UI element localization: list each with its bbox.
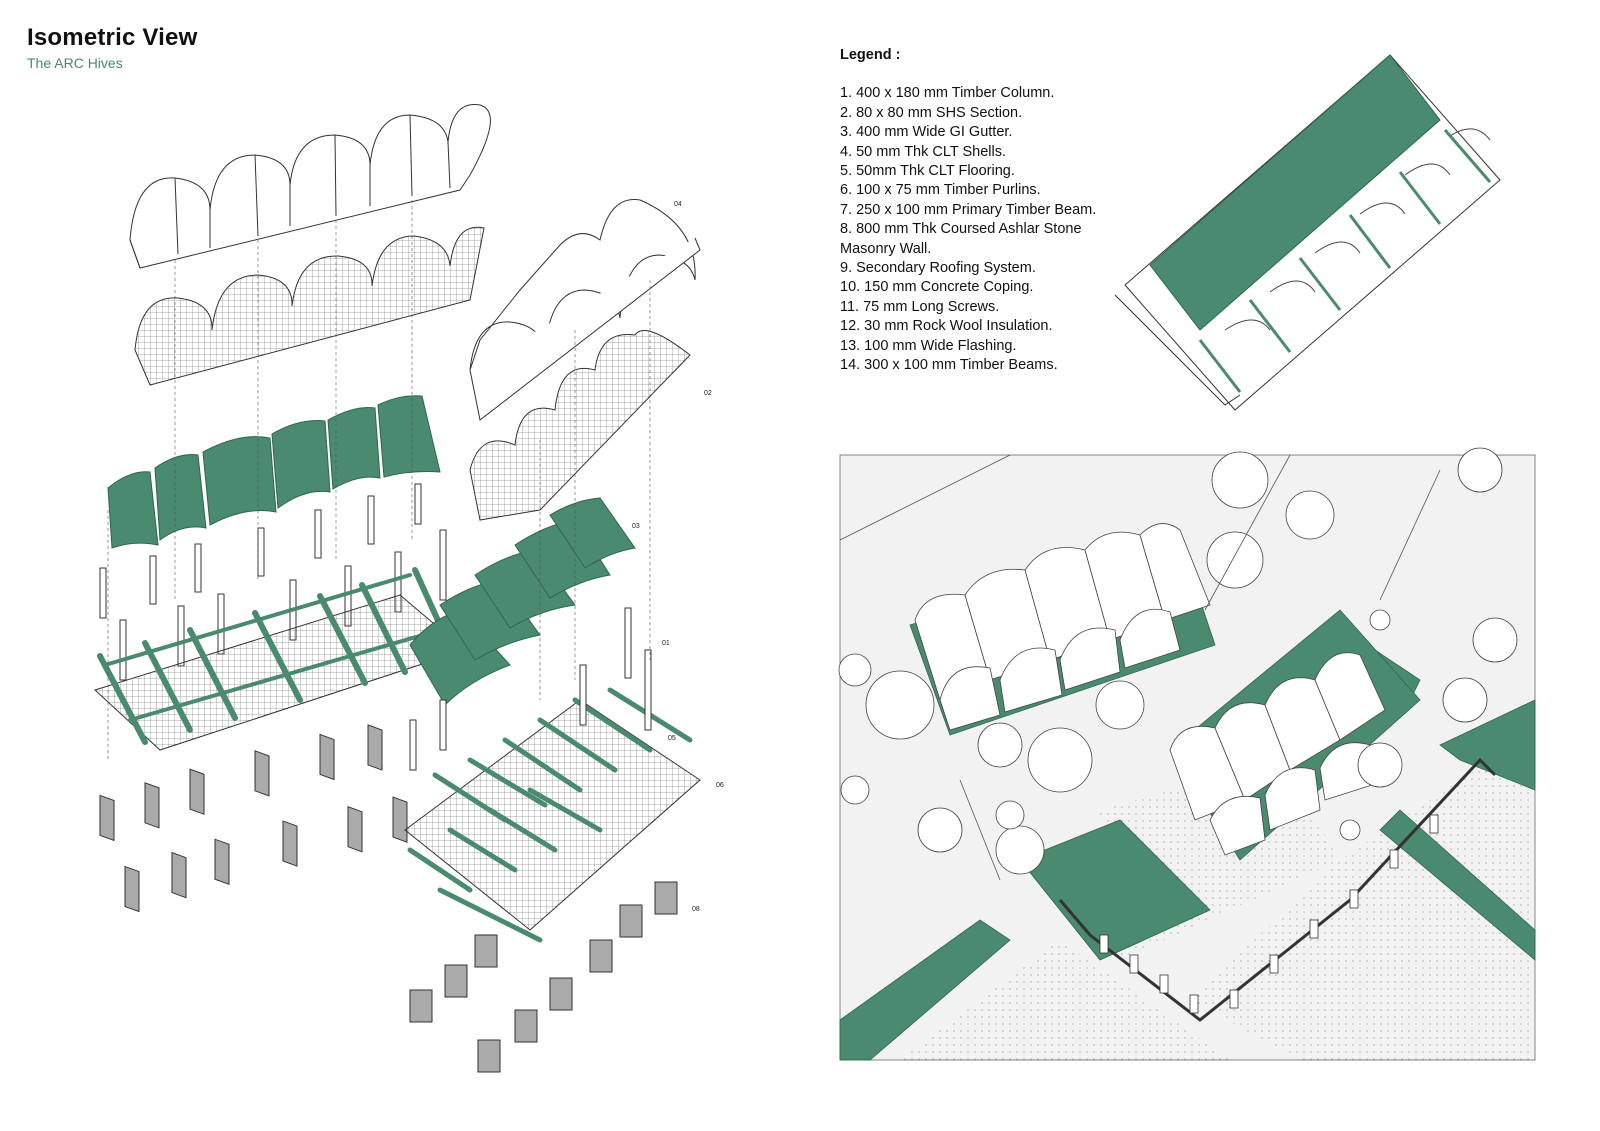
exploded-axonometric <box>94 103 701 1073</box>
legend-item: 12. 30 mm Rock Wool Insulation. <box>840 318 1053 335</box>
grid-shells-left <box>134 226 485 386</box>
legend-list: 1. 400 x 180 mm Timber Column. 2. 80 x 8… <box>840 84 1100 375</box>
shell-row-right <box>469 199 701 421</box>
page-subtitle: The ARC Hives <box>27 55 123 71</box>
legend-item: 4. 50 mm Thk CLT Shells. <box>840 143 1007 160</box>
shell-row-left-top <box>129 103 491 269</box>
site-building-lower <box>1169 609 1421 861</box>
purlin-deck-right <box>404 699 701 931</box>
legend-item: 10. 150 mm Concrete Coping. <box>840 279 1034 296</box>
alignment-lines <box>107 200 651 760</box>
masonry-blocks-left <box>99 724 408 913</box>
legend-item: 9. Secondary Roofing System. <box>840 260 1036 277</box>
grid-shells-right <box>469 330 691 521</box>
green-shells-right <box>409 497 636 706</box>
green-beams-left <box>97 567 443 745</box>
tag-08: 08 <box>692 906 700 913</box>
tag-06: 06 <box>716 782 724 789</box>
legend-item: 14. 300 x 100 mm Timber Beams. <box>840 357 1058 374</box>
columns-left <box>99 483 447 681</box>
tag-05: 05 <box>668 735 676 742</box>
roof-axonometric <box>1114 54 1501 411</box>
legend-item: 1. 400 x 180 mm Timber Column. <box>840 85 1055 102</box>
legend-item: 7. 250 x 100 mm Primary Timber Beam. <box>840 201 1097 218</box>
tag-01: 01 <box>662 640 670 647</box>
tag-02: 02 <box>704 390 712 397</box>
columns-right <box>409 607 652 771</box>
legend-item: 5. 50mm Thk CLT Flooring. <box>840 163 1015 180</box>
legend: Legend : 1. 400 x 180 mm Timber Column. … <box>840 46 1100 376</box>
site-building-upper <box>909 523 1216 736</box>
legend-item: 6. 100 x 75 mm Timber Purlins. <box>840 182 1041 199</box>
page-title: Isometric View <box>27 24 198 51</box>
legend-item: 8. 800 mm Thk Coursed Ashlar Stone Mason… <box>840 221 1082 257</box>
legend-item: 3. 400 mm Wide GI Gutter. <box>840 124 1013 141</box>
legend-title: Legend : <box>840 47 901 63</box>
green-shells-left <box>107 395 441 549</box>
tag-03: 03 <box>632 523 640 530</box>
exploded-tags: 04 02 03 01 05 06 08 <box>632 201 724 913</box>
site-trees <box>838 447 1518 875</box>
legend-item: 11. 75 mm Long Screws. <box>840 298 1000 315</box>
legend-item: 13. 100 mm Wide Flashing. <box>840 337 1017 354</box>
site-axonometric <box>838 447 1536 1061</box>
masonry-blocks-right <box>409 881 678 1073</box>
tag-04: 04 <box>674 201 682 208</box>
legend-item: 2. 80 x 80 mm SHS Section. <box>840 104 1023 121</box>
